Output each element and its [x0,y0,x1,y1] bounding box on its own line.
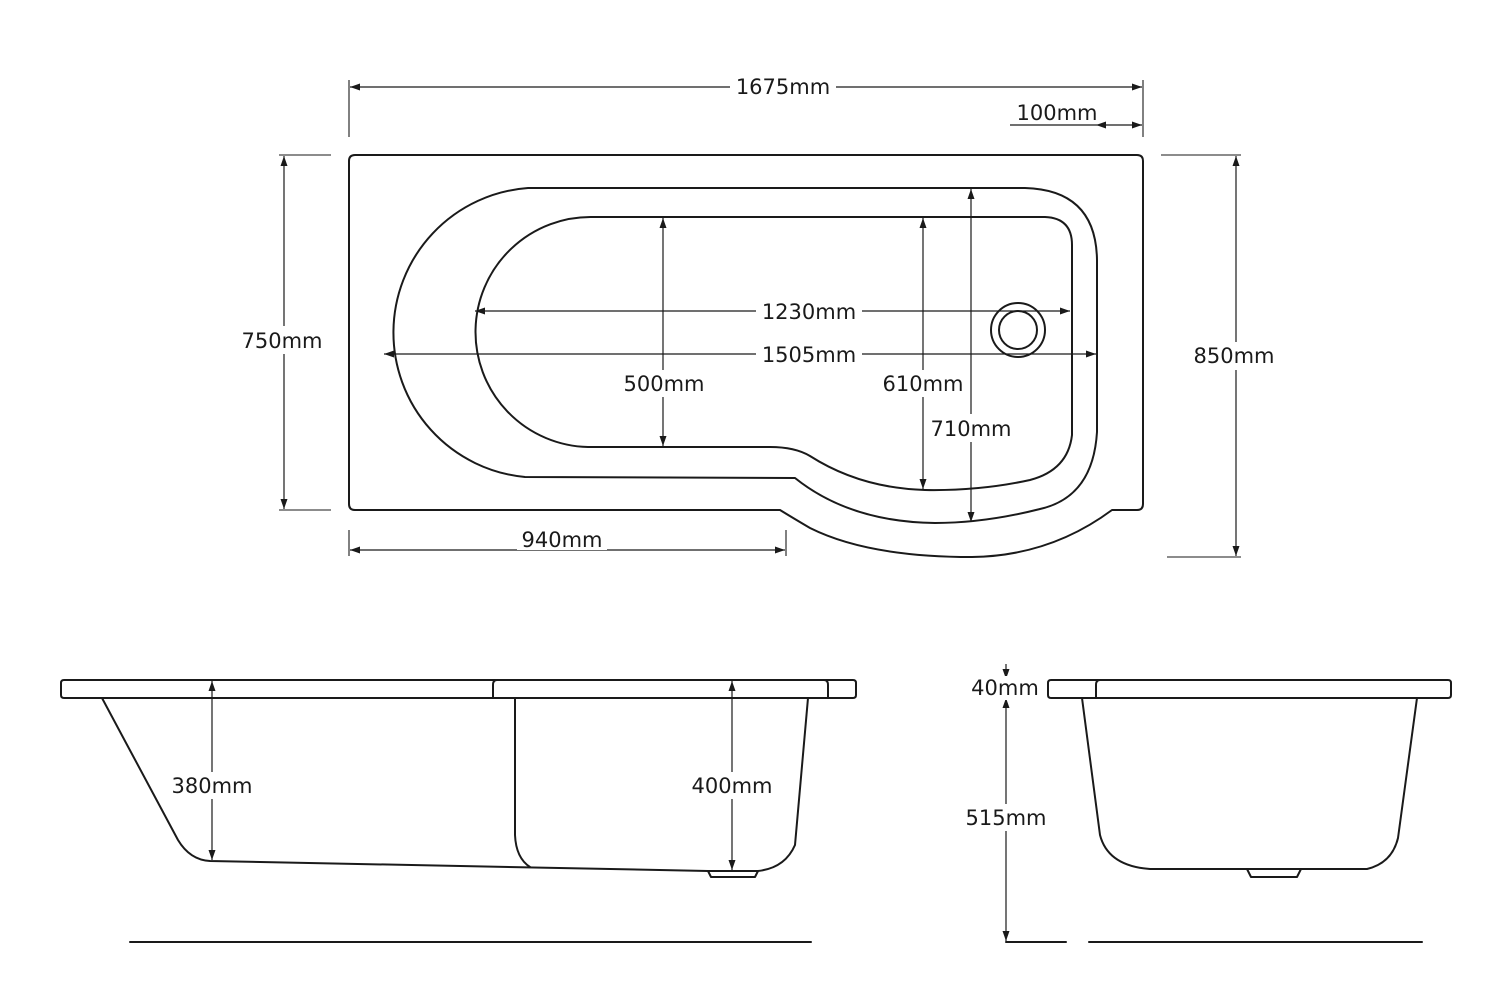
plan-basin-outer [392,187,1098,524]
dim-shower-end-width: 850mm [1194,344,1275,368]
dim-straight-side: 940mm [522,528,603,552]
dim-overall-height: 515mm [966,806,1047,830]
dim-depth-bath-end: 380mm [172,774,253,798]
side-rim [60,679,857,699]
dim-bath-end-width: 750mm [242,329,323,353]
dim-inner-length: 1230mm [762,300,856,324]
plan-outer-rim [348,154,1144,558]
dim-outer-length: 1505mm [762,343,856,367]
dim-inner-width-shower-end: 610mm [883,372,964,396]
dim-shower-offset: 100mm [1017,101,1098,125]
dim-overall-length: 1675mm [736,75,830,99]
dim-rim-thickness: 40mm [971,676,1039,700]
side-elevation: 380mm 400mm [60,679,857,943]
end-elevation: 40mm 515mm [962,664,1452,943]
end-rim [1047,679,1452,699]
plan-basin-inner [474,215,1073,492]
plan-view: 1675mm 100mm 750mm 850mm 1230mm 1505mm 5… [238,74,1278,558]
dim-outer-width-shower-end: 710mm [931,417,1012,441]
end-body [1081,697,1418,870]
dim-depth-shower-end: 400mm [692,774,773,798]
dim-inner-width-bath-end: 500mm [624,372,705,396]
